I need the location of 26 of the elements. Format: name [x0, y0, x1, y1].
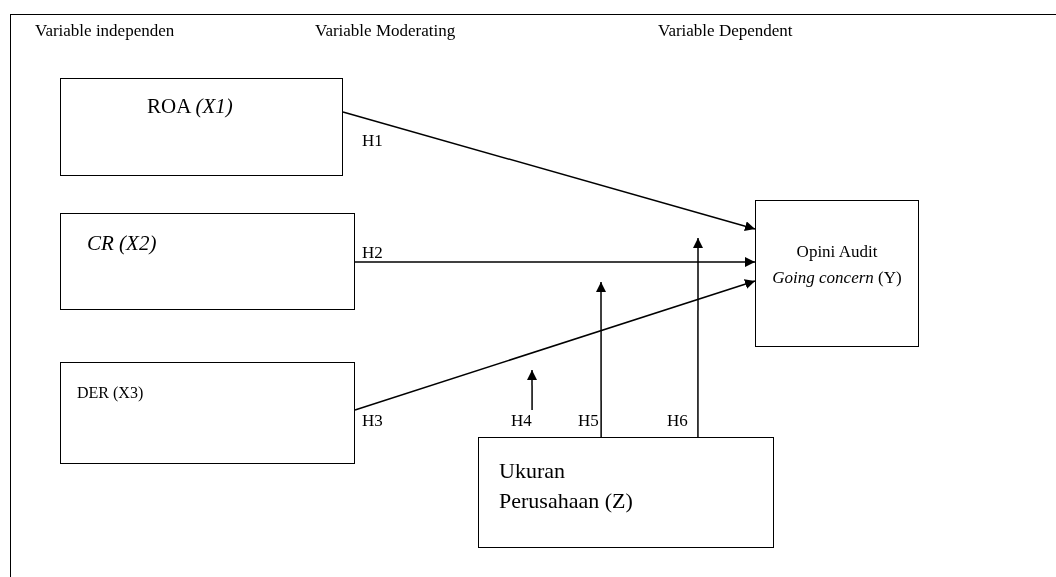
variable-box	[60, 362, 355, 464]
arrow	[527, 369, 537, 411]
edge-label: H2	[362, 242, 383, 264]
edge-label: H6	[667, 410, 688, 432]
variable-box	[60, 78, 343, 176]
edge-label: H3	[362, 410, 383, 432]
node-text: CR (X2)	[87, 230, 158, 257]
variable-box	[755, 200, 919, 347]
node-text: Going concern (Y)	[772, 267, 902, 289]
node-text: Ukuran Perusahaan (Z)	[499, 457, 634, 515]
edge-label: H5	[578, 410, 599, 432]
node-text: DER (X3)	[77, 383, 145, 404]
arrow	[354, 279, 756, 411]
arrow	[693, 237, 703, 438]
arrow	[342, 111, 756, 232]
edge-label: H1	[362, 130, 383, 152]
node-text: H4	[511, 410, 533, 432]
variable-box	[60, 213, 355, 310]
node-text: ROA (X1)	[147, 93, 234, 120]
column-heading: Variable Dependent	[658, 20, 793, 42]
node-text: Opini Audit	[796, 241, 878, 263]
variable-box	[478, 437, 774, 548]
column-heading: Variable Moderating	[315, 20, 456, 42]
column-heading: Variable independen	[35, 20, 175, 42]
arrow	[596, 281, 606, 438]
arrow	[354, 257, 756, 268]
